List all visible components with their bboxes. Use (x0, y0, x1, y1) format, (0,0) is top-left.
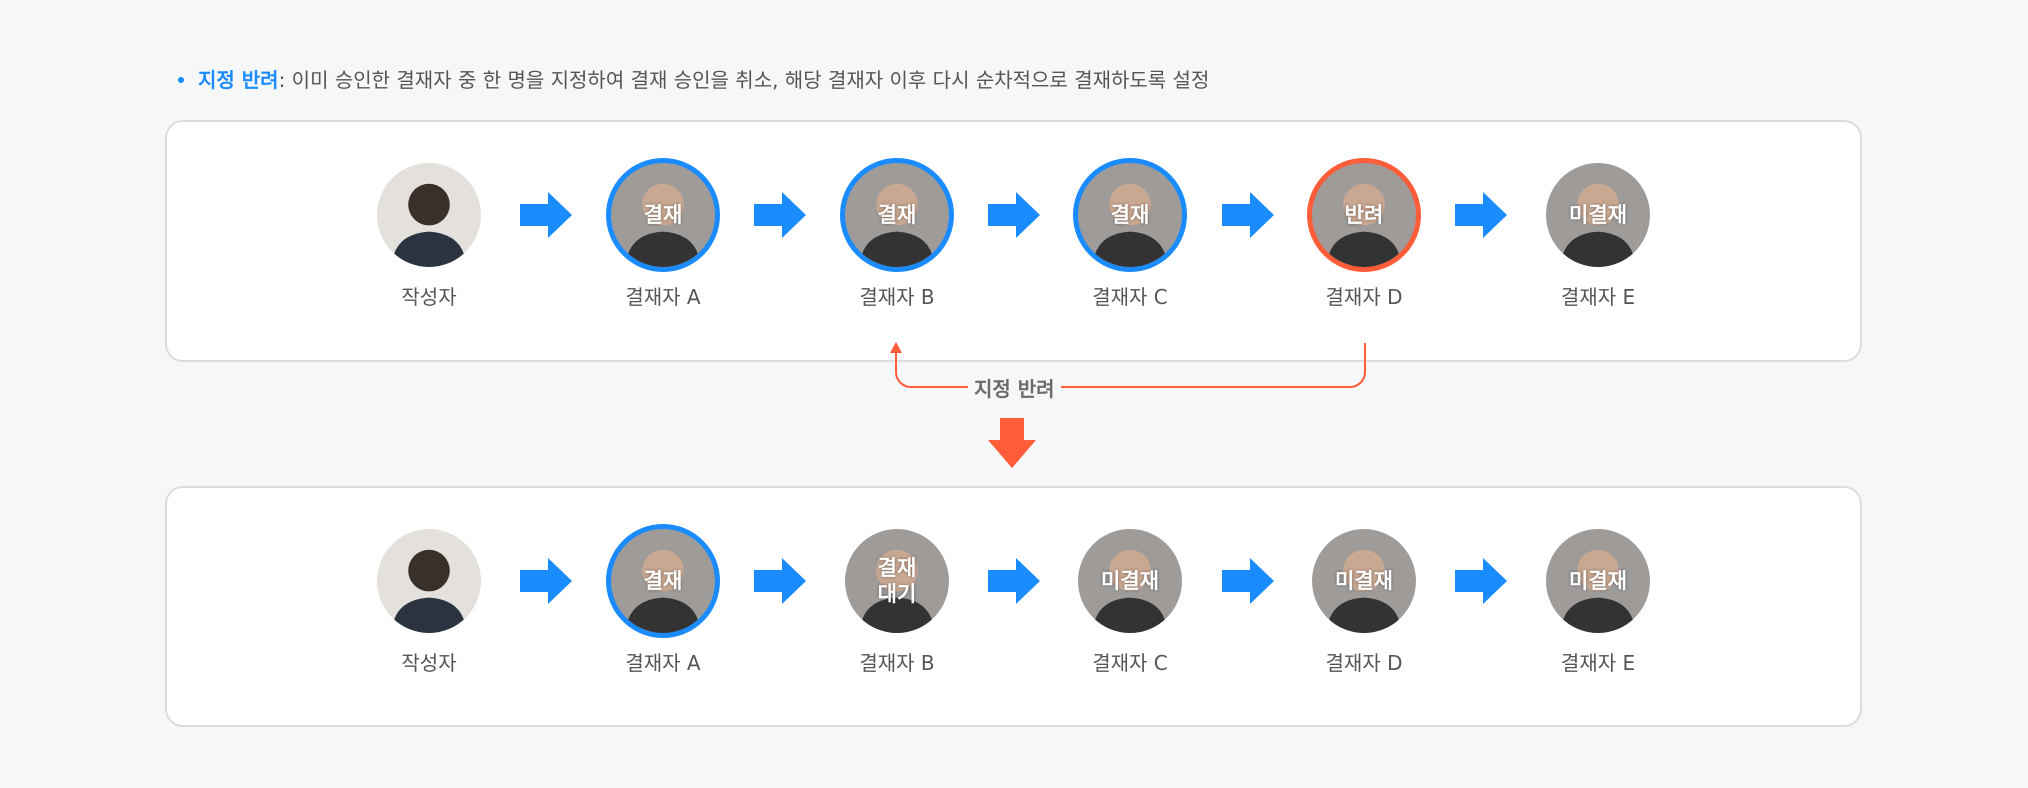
approver-name: 결재자 D (1325, 285, 1403, 309)
right-arrow-icon (1455, 192, 1507, 238)
description-bullet: 지정 반려: 이미 승인한 결재자 중 한 명을 지정하여 결재 승인을 취소,… (178, 64, 1209, 93)
avatar: 미결재 (1546, 163, 1650, 267)
avatar: 결재 (606, 524, 720, 638)
status-badge: 결재 대기 (877, 556, 917, 606)
avatar: 결재 대기 (845, 529, 949, 633)
description-text: : 이미 승인한 결재자 중 한 명을 지정하여 결재 승인을 취소, 해당 결… (278, 68, 1210, 92)
approver-name: 결재자 B (859, 285, 935, 309)
status-badge: 반려 (1344, 203, 1384, 227)
status-badge: 결재 (643, 569, 683, 593)
bullet-dot (178, 76, 184, 83)
approver-name: 결재자 E (1560, 285, 1636, 309)
right-arrow-icon (1455, 558, 1507, 604)
right-arrow-icon (988, 558, 1040, 604)
description-key: 지정 반려 (198, 68, 279, 92)
status-badge: 결재 (1110, 203, 1150, 227)
status-badge: 미결재 (1569, 569, 1627, 593)
status-badge: 미결재 (1101, 569, 1159, 593)
status-badge: 미결재 (1335, 569, 1393, 593)
approver-name: 결재자 B (859, 651, 935, 675)
status-badge: 미결재 (1569, 203, 1627, 227)
approver-step: 작성자 (349, 163, 509, 310)
approver-name: 결재자 C (1092, 651, 1168, 675)
approver-name: 작성자 (401, 285, 457, 309)
approver-name: 결재자 A (625, 651, 701, 675)
approver-name: 결재자 E (1560, 651, 1636, 675)
reject-label: 지정 반려 (968, 373, 1061, 402)
approver-name: 결재자 A (625, 285, 701, 309)
down-arrow-icon (988, 418, 1036, 468)
right-arrow-icon (754, 558, 806, 604)
avatar (377, 163, 481, 267)
status-badge: 결재 (877, 203, 917, 227)
avatar: 미결재 (1078, 529, 1182, 633)
avatar: 반려 (1307, 158, 1421, 272)
right-arrow-icon (754, 192, 806, 238)
approver-name: 결재자 C (1092, 285, 1168, 309)
approver-name: 작성자 (401, 651, 457, 675)
right-arrow-icon (520, 558, 572, 604)
right-arrow-icon (1222, 558, 1274, 604)
avatar (377, 529, 481, 633)
avatar: 미결재 (1312, 529, 1416, 633)
avatar: 미결재 (1546, 529, 1650, 633)
avatar: 결재 (606, 158, 720, 272)
avatar: 결재 (1073, 158, 1187, 272)
right-arrow-icon (988, 192, 1040, 238)
avatar: 결재 (840, 158, 954, 272)
approver-name: 결재자 D (1325, 651, 1403, 675)
approver-step: 작성자 (349, 529, 509, 676)
right-arrow-icon (1222, 192, 1274, 238)
right-arrow-icon (520, 192, 572, 238)
status-badge: 결재 (643, 203, 683, 227)
